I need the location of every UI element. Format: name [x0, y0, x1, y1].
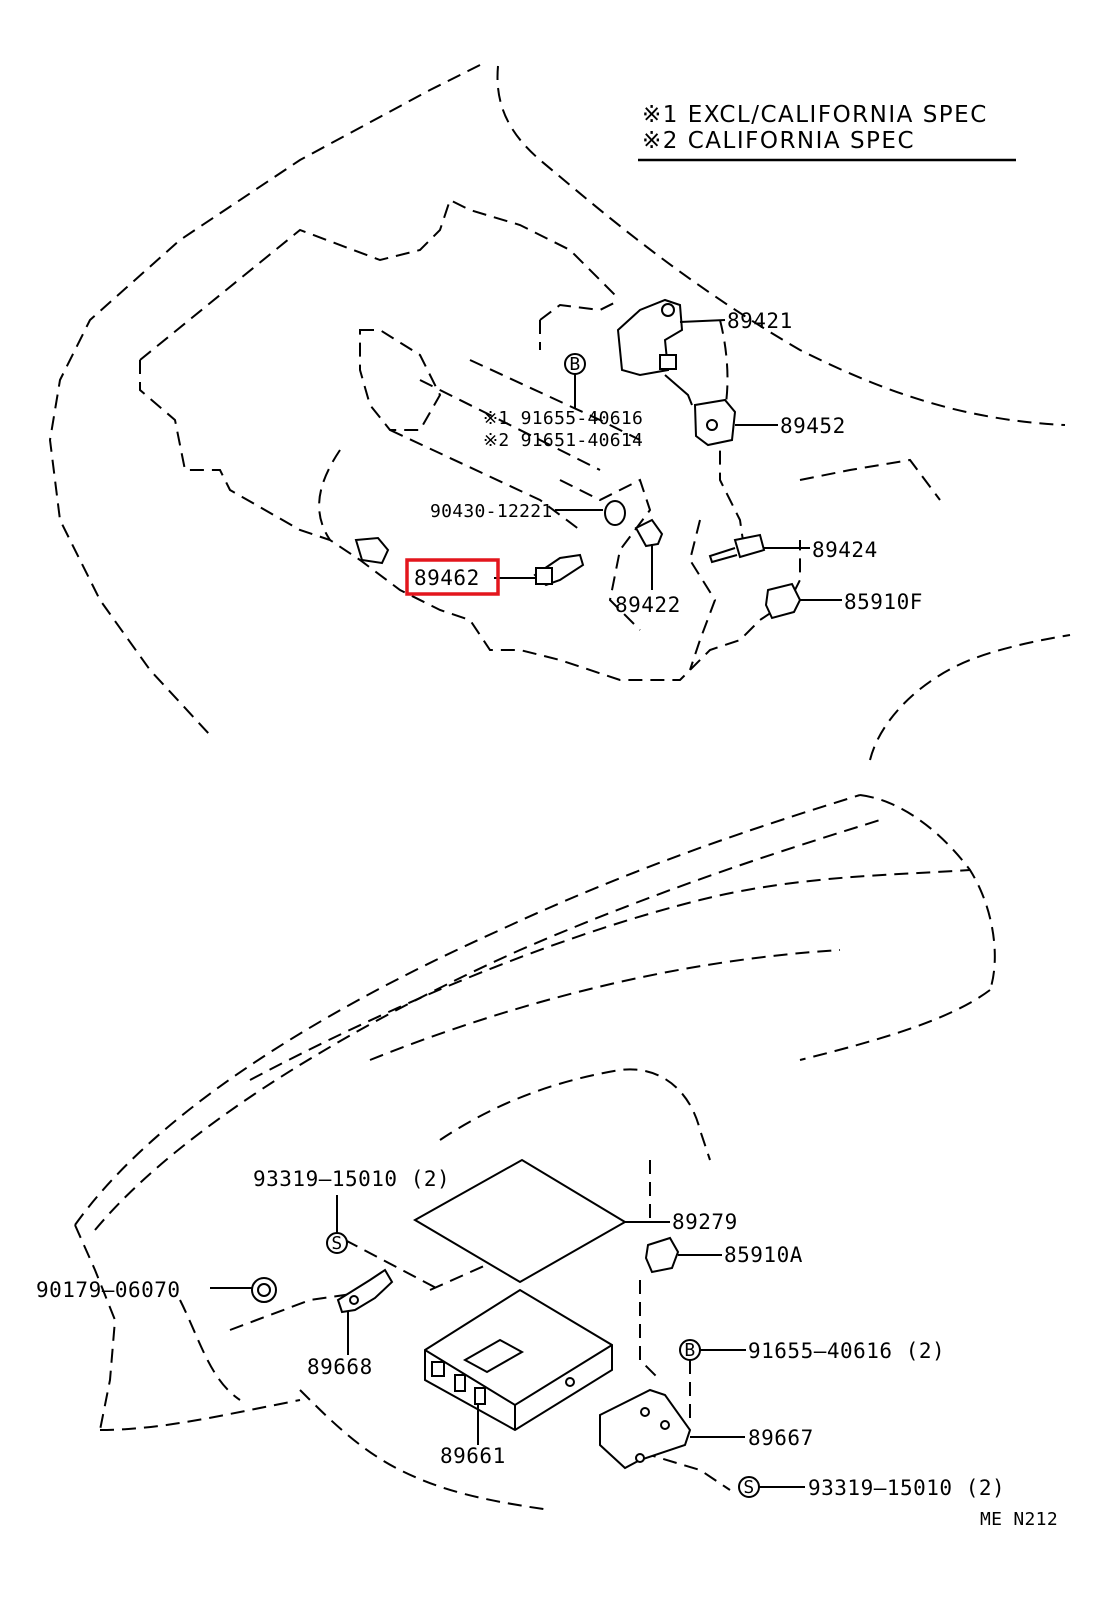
part-89452-shape — [664, 374, 778, 447]
legend-line-2: ※2 CALIFORNIA SPEC — [642, 128, 915, 154]
part-85910F-shape — [764, 582, 842, 620]
diagram-code: ME N212 — [980, 1509, 1058, 1530]
part-85910A-label: 85910A — [724, 1243, 803, 1267]
part-89661-label: 89661 — [440, 1444, 506, 1468]
s-marker-top-label: S — [331, 1233, 342, 1254]
highlight-box — [405, 558, 500, 596]
upper-parts: B — [354, 298, 842, 620]
part-85910F-label: 85910F — [844, 590, 923, 614]
part-89424-label: 89424 — [812, 538, 878, 562]
part-89421-label: 89421 — [727, 309, 793, 333]
part-93319-15010-bottom-label: 93319–15010 (2) — [808, 1476, 1005, 1500]
part-89668-shape — [336, 1268, 394, 1355]
part-89452-label: 89452 — [780, 414, 846, 438]
part-91655-40616-label: ※1 91655-40616 — [483, 408, 643, 429]
part-93319-15010-top-label: 93319–15010 (2) — [253, 1167, 450, 1191]
part-90430-12221-shape — [604, 500, 626, 526]
part-89667-shape — [599, 1388, 745, 1470]
legend: ※1 EXCL/CALIFORNIA SPEC ※2 CALIFORNIA SP… — [638, 102, 1016, 162]
part-89424-shape — [708, 533, 810, 564]
part-89462-label[interactable]: 89462 — [414, 566, 480, 590]
part-89421-shape — [616, 298, 726, 377]
dashboard-outline — [74, 794, 996, 1511]
part-89279-label: 89279 — [672, 1210, 738, 1234]
part-90179-06070-label: 90179–06070 — [36, 1278, 181, 1302]
part-89422-shape — [634, 518, 664, 590]
part-89668-label: 89668 — [307, 1355, 373, 1379]
part-89422-label: 89422 — [615, 593, 681, 617]
part-89462-shape — [494, 553, 585, 587]
b-marker-upper-label: B — [569, 354, 580, 375]
lower-parts: S B S — [210, 1158, 805, 1498]
part-91655-40616-2-label: 91655–40616 (2) — [748, 1339, 945, 1363]
clip-shape — [354, 536, 390, 565]
part-89661-shape — [424, 1288, 613, 1445]
legend-line-1: ※1 EXCL/CALIFORNIA SPEC — [642, 102, 988, 128]
part-85910A-shape — [644, 1236, 722, 1274]
b-marker-lower-label: B — [684, 1340, 695, 1361]
part-89667-label: 89667 — [748, 1426, 814, 1450]
part-90430-12221-label: 90430-12221 — [430, 501, 553, 522]
s-marker-bottom-label: S — [743, 1477, 754, 1498]
part-91651-40614-label: ※2 91651-40614 — [483, 430, 643, 451]
engine-bay-outline — [48, 64, 1071, 761]
